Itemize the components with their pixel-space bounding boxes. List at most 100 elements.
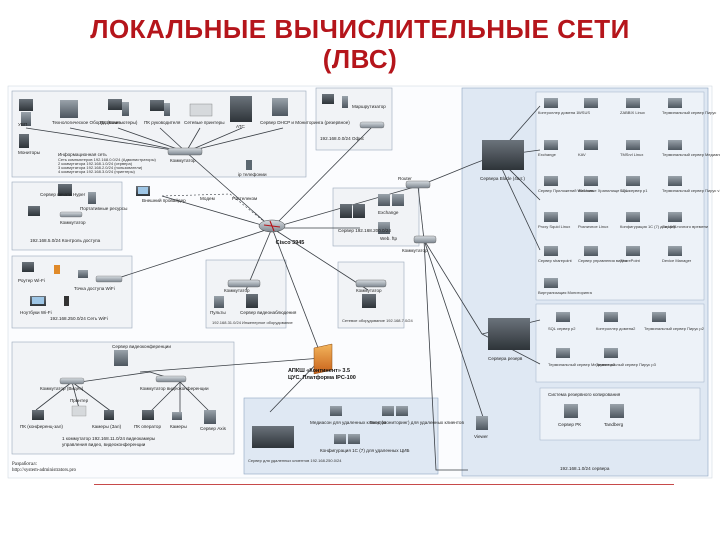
credit: Разработал: http://system-administrators… [12, 462, 76, 474]
remote-label: Медиасон для удаленных клиентов [310, 420, 387, 425]
reserve-server-label: SQL сервер р2 [548, 326, 576, 331]
exchange-label: Сервер 192.168.200.0/24 [338, 228, 391, 233]
net-line: 3 коммутатора 192.168.2.0/24 (пользовате… [58, 165, 143, 170]
blade-server-label: Сервер sharepoint [538, 258, 573, 263]
computer-icon [21, 112, 31, 126]
blade-server-label: Розничное Linux [578, 224, 608, 229]
reserve-server-label: Терминальный сервер Пирус р2 [644, 326, 705, 331]
exchange-label: Exchange [378, 210, 399, 215]
mid-left-label: Коммутатор [60, 220, 86, 225]
manager-pc-icon [150, 100, 164, 111]
core-switch [258, 219, 286, 233]
video-label: Сервер видеоконференции [112, 344, 171, 349]
router-icon [405, 180, 431, 189]
divider-line [94, 484, 674, 485]
printer-icon [189, 103, 213, 117]
pc-monitor-icon [108, 99, 122, 110]
dhcp-server-icon [272, 98, 288, 116]
blade-server-label: KAV [578, 152, 586, 157]
exchange-label: Web. ftp [380, 236, 397, 241]
video-label: Камеры [170, 424, 187, 429]
credit-line2: http://system-administrators.pro [12, 468, 77, 473]
panel-blade-servers [535, 91, 705, 301]
link-label: Внешний провайдер [142, 197, 186, 203]
device-label-ats: АТС [236, 124, 246, 129]
blade-server-label: Терминальный сервер Медиапет V1 [662, 152, 720, 157]
switch1-label: Пульты [210, 310, 226, 315]
switch-icon [167, 147, 203, 156]
reserve-server-label: Терминальный сервер Пирус р3 [596, 362, 657, 367]
viewer-icon [476, 416, 488, 430]
device-label-tech: Технологическое Оборудование [52, 120, 121, 125]
backup-drive-label: Tandberg [604, 422, 624, 427]
wifi-label: Точка доступа WiFi [74, 286, 115, 291]
reserve-server-icons [556, 312, 666, 358]
credit-line1: Разработал: [12, 462, 38, 467]
viewer-label: Viewer [474, 434, 488, 439]
equipment-icon [60, 100, 78, 118]
router-label: Router [398, 176, 412, 181]
monitor-icon [19, 99, 33, 111]
firewall-icon [313, 343, 333, 375]
device-label-switch: Коммутатор [170, 158, 196, 163]
wifi-devices [22, 262, 123, 306]
blade-server-label: Exchange [538, 152, 557, 157]
wifi-label: Ноутбуки Wi-Fi [20, 310, 52, 315]
connection-lines [25, 105, 541, 471]
blade-server-label: Терминальный сервер Пирус v1 [662, 188, 720, 193]
diagram-labels: Cisco 3945 АПКШ «Континент» 3.5 ЦУС. Пла… [18, 104, 624, 471]
blade-server-label: ZABBIX Linux [620, 110, 645, 115]
blade-server-label: Сервер Приложений Windows [538, 188, 594, 193]
exchange-devices [340, 194, 404, 234]
blade-server-label: Сервер управления видео [578, 258, 628, 263]
video-label: 1 коммутатор 192.168.11.0/24 видеокамеры [62, 436, 155, 441]
link-label: Ростелеком [232, 196, 257, 201]
switch2-label: Коммутатор [356, 288, 382, 293]
switch1-label: 192.168.31.0/24 Инженерное оборудование [212, 320, 294, 325]
blade-server-label: Device Manager [662, 258, 692, 263]
blade-server-label: Конфигурация 1С (7) для ЦИБ [620, 224, 677, 229]
server-room-devices [405, 140, 530, 430]
remote-label: Конфигурация 1С (7) для удаленных ЦИБ [320, 448, 410, 453]
firewall-label-1: АПКШ «Континент» 3.5 [288, 368, 350, 374]
video-label: управления видео, видеоконференции [62, 442, 146, 447]
pbx-icon [230, 96, 252, 122]
blade-server-label: TMSrvl Linux [620, 152, 643, 157]
remote-devices [252, 406, 408, 448]
blade-server-label: Терминальный сервер Пирус [662, 110, 716, 115]
backup-server-label: Сервер РК [558, 422, 581, 427]
blade-server-label: Контроллер домена 1 [538, 110, 579, 115]
page-title-line1: ЛОКАЛЬНЫЕ ВЫЧИСЛИТЕЛЬНЫЕ СЕТИ [90, 14, 630, 44]
net-line: Сеть компьютеров 192.168.0.0/24 (Админис… [58, 157, 157, 162]
net-line: 2 коммутатора 192.168.1.0/24 (сервера) [58, 161, 133, 166]
device-label-pcs: ПК (Компьютеры) [100, 120, 138, 125]
switch2-label: Сетевое оборудование 192.168.7.0/24 [342, 318, 414, 323]
blade-server-label: WSUS [578, 110, 590, 115]
subnet-label: 192.168.1.0/24 сервера [560, 466, 610, 471]
video-label: Коммутатор видеоконференции [140, 386, 209, 391]
net-title: Информационная сеть [58, 152, 107, 157]
device-label-dhcp: Сервер DHCP и Мониторинга (резервное) [260, 120, 350, 125]
blade-server-label: Сервер точного времени [662, 224, 708, 229]
backup-title: Система резервного копирования [548, 392, 621, 397]
video-label: Сервер Axis [200, 426, 227, 431]
top-mid-label: Маршрутизатор [352, 104, 386, 109]
blade-server-label: SQL сервер р1 [620, 188, 648, 193]
video-label: Коммутатор (Видео) [40, 386, 84, 391]
switch1-label: Коммутатор [224, 288, 250, 293]
server-blade-label: Сервера Blade (4шт.) [480, 176, 525, 181]
link-label: Модем [200, 196, 215, 201]
top-left-devices [19, 96, 288, 170]
video-label: ПК (конференц-зал) [20, 424, 63, 429]
top-mid-devices [322, 94, 385, 129]
switch-group-2 [355, 279, 387, 308]
blade-server-label: SharePoint [620, 258, 641, 263]
remote-label: Сервер для удаленных клиентов 192.168.25… [248, 458, 342, 463]
core-switch-label: Cisco 3945 [276, 240, 305, 246]
panel-wifi [11, 255, 133, 329]
top-mid-label: 192.168.0.0/24 Офис [320, 136, 365, 141]
blade-server-icons [544, 98, 682, 288]
mid-left-label: 192.168.5.0/24 Контроль доступа [30, 238, 101, 243]
